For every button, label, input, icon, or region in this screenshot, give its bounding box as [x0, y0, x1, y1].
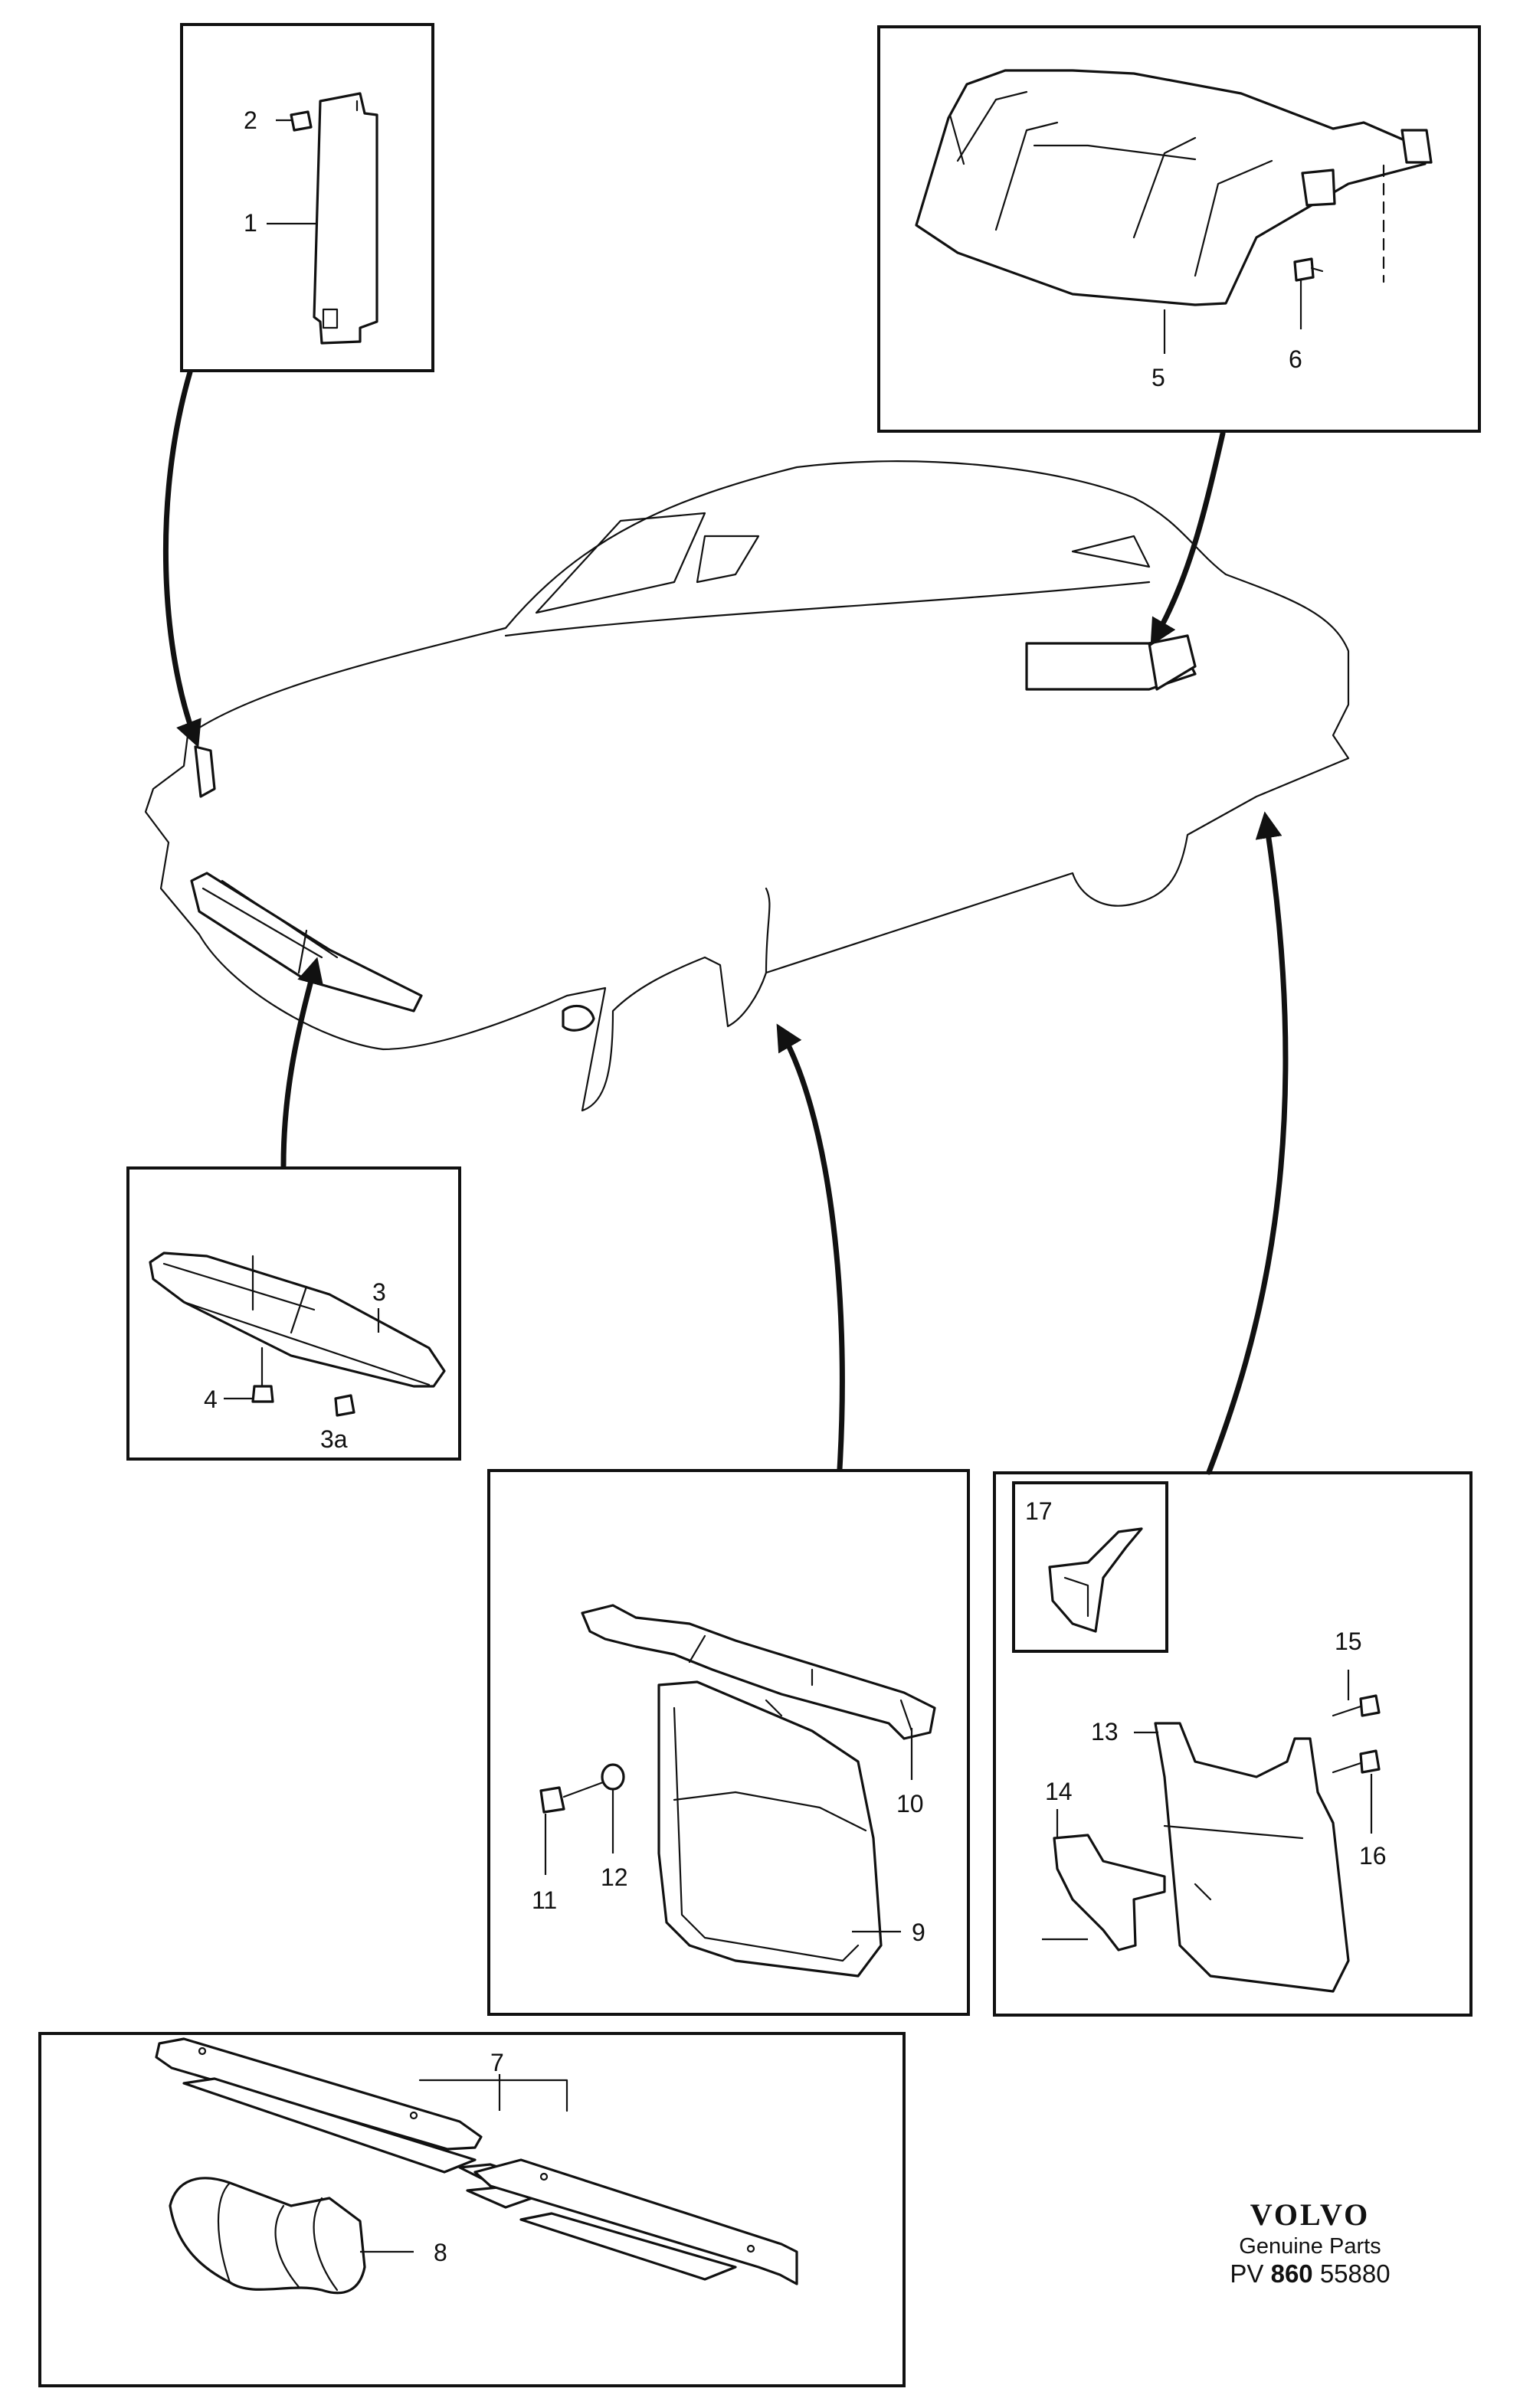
part-15-bolt [1332, 1694, 1381, 1717]
label-11: 11 [532, 1886, 557, 1914]
box-parts-1-2 [180, 23, 434, 372]
label-3: 3 [372, 1278, 386, 1306]
part-11-bolt [539, 1780, 607, 1814]
part-6-bolt [1293, 257, 1324, 282]
part-16-bolt [1332, 1749, 1381, 1774]
part-2-clip [290, 110, 313, 132]
box-parts-7-8 [38, 2032, 906, 2387]
code-bold: 860 [1270, 2259, 1313, 2288]
part-3-grille-panel [149, 1251, 446, 1388]
part-1-panel [313, 92, 378, 345]
label-4: 4 [204, 1386, 218, 1413]
part-17-bracket [1048, 1527, 1143, 1633]
box-parts-5-6 [877, 25, 1481, 433]
box-parts-3-4 [126, 1166, 461, 1461]
label-16: 16 [1359, 1842, 1387, 1870]
part-13-mud-flap [1154, 1722, 1350, 1993]
label-1: 1 [244, 209, 257, 237]
label-17: 17 [1025, 1497, 1053, 1525]
part-3a-nut [334, 1394, 355, 1417]
volvo-genuine-parts-block: VOLVO Genuine Parts PV 860 55880 [1210, 2197, 1410, 2289]
code-prefix: PV [1230, 2259, 1264, 2288]
part-9-mud-flap [657, 1680, 883, 1978]
label-15: 15 [1335, 1628, 1362, 1655]
label-3a: 3a [320, 1425, 348, 1453]
label-14: 14 [1045, 1778, 1073, 1805]
label-2: 2 [244, 106, 257, 134]
genuine-parts-tagline: Genuine Parts [1239, 2234, 1381, 2259]
part-8-protective-sleeve [169, 2177, 366, 2295]
box-parts-9-12 [487, 1469, 970, 2016]
label-8: 8 [434, 2239, 447, 2266]
box-parts-13-17 [993, 1471, 1472, 2017]
label-9: 9 [912, 1919, 925, 1946]
part-4-screw [251, 1346, 274, 1403]
car-outline [144, 460, 1350, 1112]
code-number: 55880 [1319, 2259, 1391, 2288]
diagram-reference-code: PV 860 55880 [1210, 2259, 1410, 2289]
part-5-splash-shield [915, 69, 1433, 306]
label-12: 12 [601, 1863, 628, 1891]
volvo-logo: VOLVO [1250, 2197, 1371, 2232]
inset-part-17 [1012, 1481, 1168, 1653]
part-7-strip-kit [155, 2037, 798, 2285]
label-5: 5 [1151, 364, 1165, 391]
connector-arrows [162, 369, 1289, 1475]
label-6: 6 [1289, 345, 1302, 373]
part-10-bracket [581, 1604, 936, 1740]
part-12-washer [601, 1763, 625, 1791]
part-14-bracket [1053, 1834, 1166, 1952]
label-13: 13 [1091, 1718, 1119, 1745]
label-7: 7 [490, 2049, 504, 2076]
label-10: 10 [896, 1790, 924, 1817]
